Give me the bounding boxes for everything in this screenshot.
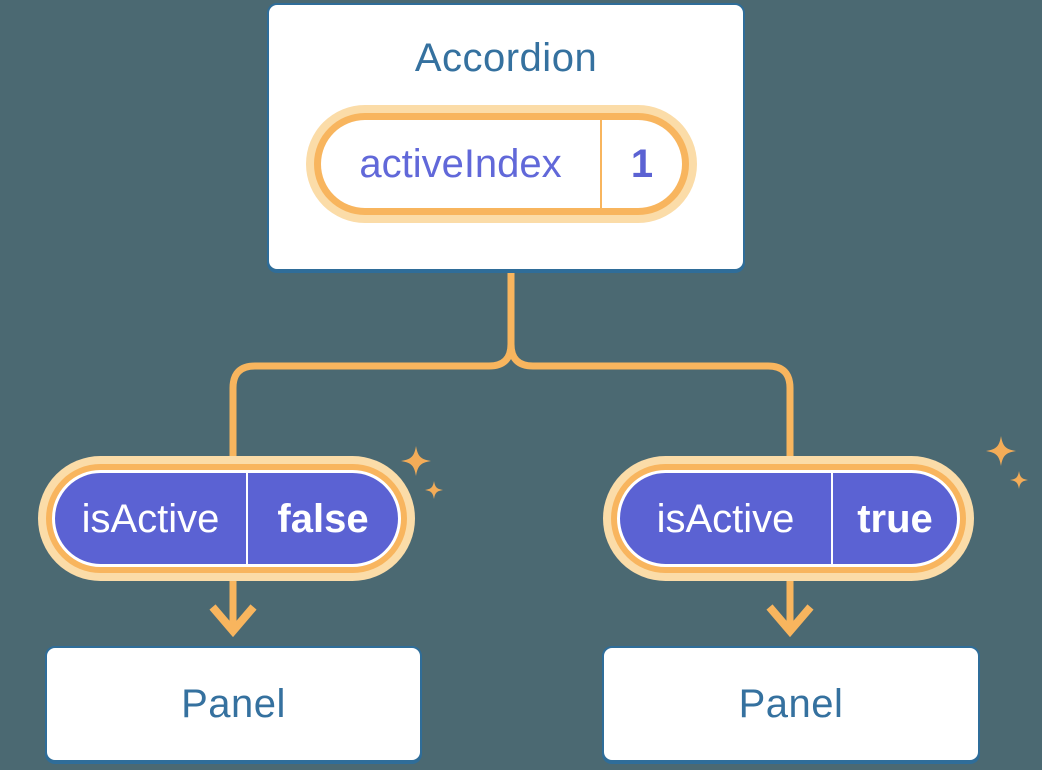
panel-card-right: Panel [602, 646, 980, 762]
prop-pill-isactive-false: isActive false [52, 470, 401, 567]
sparkle-icon [986, 436, 1016, 466]
connector-left [229, 272, 515, 629]
prop-label-cell: isActive [55, 473, 246, 564]
accordion-title: Accordion [414, 36, 598, 80]
panel-title: Panel [738, 682, 844, 726]
prop-value: false [277, 496, 369, 541]
prop-value-cell: false [246, 473, 398, 564]
sparkle-icon [1010, 471, 1028, 489]
state-label-cell: activeIndex [321, 120, 600, 208]
sparkle-icon [401, 446, 431, 476]
sparkle-icon [425, 481, 443, 499]
arrow-down-icon [766, 604, 814, 638]
prop-value: true [857, 496, 933, 541]
panel-title: Panel [181, 682, 286, 726]
prop-label: isActive [81, 496, 220, 541]
prop-label: isActive [656, 496, 795, 541]
state-pill-activeindex: activeIndex 1 [321, 120, 682, 208]
state-value-cell: 1 [600, 120, 682, 208]
arrow-down-icon [209, 604, 257, 638]
connector-right [507, 272, 794, 629]
prop-value-cell: true [831, 473, 957, 564]
state-value: 1 [630, 142, 654, 186]
prop-label-cell: isActive [620, 473, 831, 564]
state-label: activeIndex [359, 142, 562, 186]
prop-pill-isactive-true: isActive true [617, 470, 960, 567]
panel-card-left: Panel [45, 646, 422, 762]
